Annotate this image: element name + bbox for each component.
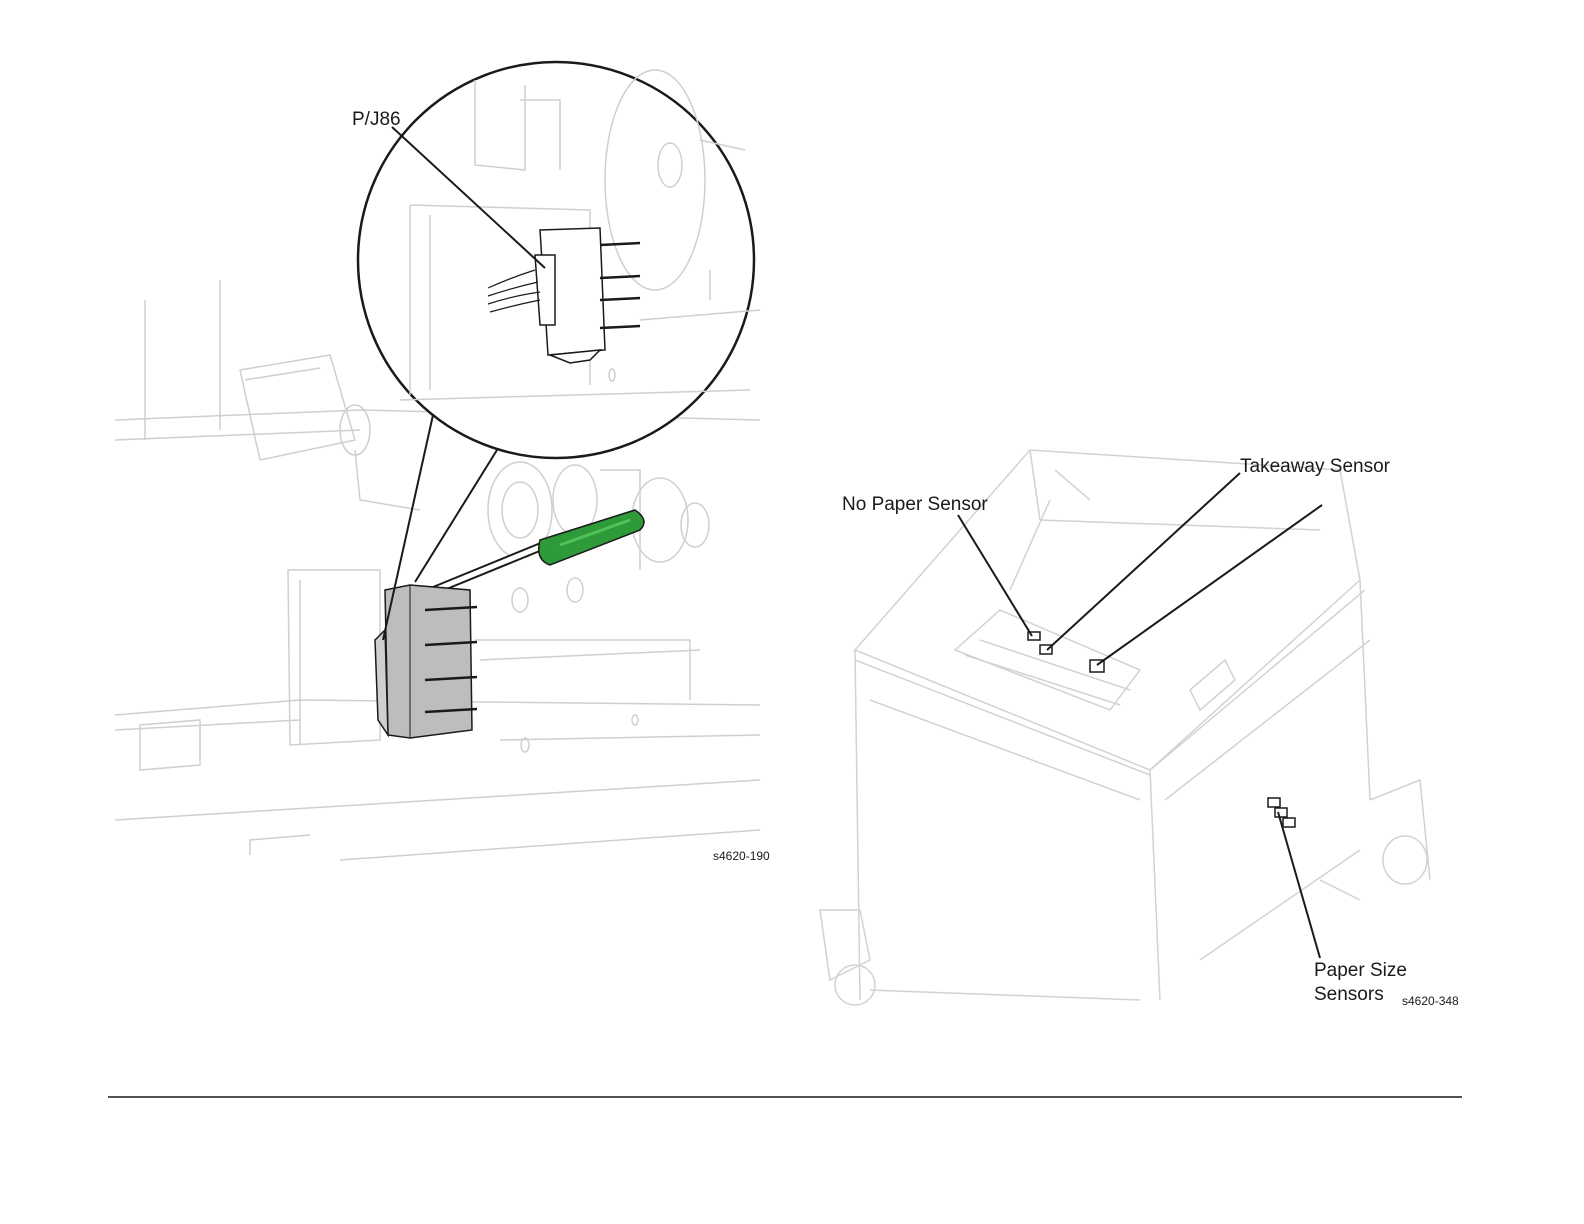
- callout-pj86: P/J86: [352, 109, 401, 130]
- right-illustration: [820, 450, 1430, 1005]
- figure-id-left: s4620-190: [713, 849, 770, 863]
- callout-takeaway-sensor: Takeaway Sensor: [1240, 456, 1391, 477]
- paper-size-sensor-icon: [1283, 818, 1295, 827]
- leaders-right: [958, 473, 1322, 958]
- callout-paper-size-line1: Paper Size: [1314, 960, 1407, 981]
- callout-no-paper-sensor: No Paper Sensor: [842, 494, 988, 515]
- callout-paper-size-line2: Sensors: [1314, 984, 1384, 1005]
- magnified-detail: [358, 62, 760, 458]
- screwdriver: [435, 510, 644, 590]
- figure-id-right: s4620-348: [1402, 994, 1459, 1008]
- paper-size-sensor-icon: [1275, 808, 1287, 817]
- paper-size-sensor-icon: [1268, 798, 1280, 807]
